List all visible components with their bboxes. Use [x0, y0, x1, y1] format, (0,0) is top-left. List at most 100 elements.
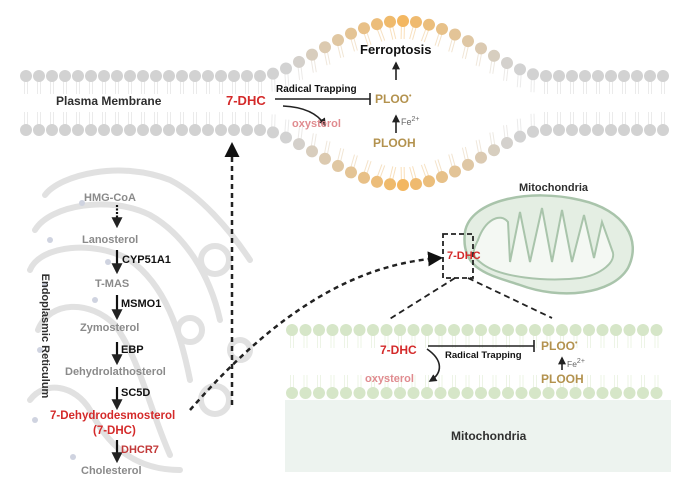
- inset-fe-charge: 2+: [576, 358, 585, 365]
- lipid: [189, 112, 201, 136]
- lipid: [488, 375, 501, 399]
- inset-plooh-label: PLOOH: [541, 372, 584, 386]
- ferroptosis-label: Ferroptosis: [360, 42, 432, 57]
- lipid: [332, 34, 345, 59]
- lipid: [319, 140, 331, 165]
- lipid: [371, 18, 386, 42]
- lipid: [124, 112, 136, 136]
- lipid: [434, 375, 447, 399]
- lipid: [596, 375, 609, 399]
- lipid: [358, 160, 372, 184]
- lipid: [59, 112, 71, 136]
- lipid: [461, 324, 474, 348]
- lipid: [46, 112, 58, 136]
- lipid: [306, 48, 318, 73]
- lipid: [409, 16, 422, 40]
- lipid: [461, 35, 474, 60]
- lipid: [420, 163, 435, 188]
- lipid: [111, 112, 123, 136]
- lipid: [299, 375, 312, 399]
- metabolite-7-dehydrodesmosterol: 7-Dehydrodesmosterol: [50, 410, 176, 422]
- lipid: [475, 139, 487, 164]
- mitochondria-matrix: [285, 400, 671, 472]
- plasma-membrane-label: Plasma Membrane: [56, 94, 162, 108]
- lipid: [515, 375, 528, 399]
- lipid: [340, 375, 352, 399]
- lipid: [644, 70, 656, 94]
- lipid: [461, 146, 474, 171]
- mito-7dhc-label: 7-DHC: [447, 250, 481, 262]
- lipid: [488, 49, 500, 74]
- lipid: [286, 324, 298, 348]
- lipid: [267, 114, 279, 139]
- er-to-mito-arrow: [189, 251, 443, 411]
- lipid: [98, 112, 110, 136]
- lipid: [637, 324, 649, 348]
- lipid: [650, 324, 663, 348]
- lipid: [579, 70, 591, 94]
- zoom-line-left: [387, 277, 456, 321]
- lipid: [367, 375, 379, 399]
- inset-matrix-label: Mitochondria: [451, 429, 527, 443]
- metabolite-zymosterol: Zymosterol: [80, 322, 140, 334]
- lipid: [293, 55, 305, 81]
- lipid: [610, 375, 622, 399]
- lipid: [501, 124, 513, 150]
- lipid: [98, 70, 110, 94]
- lipid: [397, 166, 409, 191]
- lipid: [618, 112, 630, 136]
- lipid: [72, 70, 84, 94]
- pm-reaction-arrows: [275, 61, 400, 133]
- lipid: [33, 112, 45, 136]
- lipid: [502, 324, 514, 348]
- lipid: [556, 375, 568, 399]
- lipid: [579, 112, 591, 136]
- lipid: [150, 70, 162, 94]
- lipid: [592, 70, 604, 94]
- lipid: [637, 375, 649, 399]
- lipid: [280, 62, 292, 87]
- lipid: [367, 324, 379, 348]
- inset-radical-trapping-label: Radical Trapping: [445, 350, 522, 361]
- lipid: [176, 70, 188, 94]
- mitochondria-organelle: [463, 194, 634, 295]
- lipid: [228, 70, 240, 94]
- lipid: [461, 375, 474, 399]
- lipid: [353, 324, 366, 348]
- lipid: [326, 375, 339, 399]
- lipid: [605, 70, 617, 94]
- lipid: [420, 18, 435, 43]
- lipid: [384, 15, 397, 40]
- inset-ploo-text: PLOO: [541, 339, 576, 353]
- lipid: [623, 324, 636, 348]
- lipid: [448, 375, 460, 399]
- lipid: [527, 68, 539, 93]
- lipid: [592, 112, 604, 136]
- lipid: [540, 70, 552, 94]
- lipid: [371, 164, 386, 188]
- pm-fe-label: Fe2+: [401, 116, 420, 127]
- lipid: [189, 70, 201, 94]
- lipid: [605, 112, 617, 136]
- lipid: [618, 70, 630, 94]
- lipid: [228, 112, 240, 136]
- lipid: [448, 324, 460, 348]
- lipid: [540, 112, 552, 136]
- lipid: [267, 67, 279, 92]
- lipid: [163, 112, 175, 136]
- lipid: [583, 324, 595, 348]
- lipid: [514, 118, 526, 143]
- lipid: [124, 70, 136, 94]
- lipid: [583, 375, 595, 399]
- lipid: [59, 70, 71, 94]
- lipid: [529, 324, 541, 348]
- lipid: [434, 159, 448, 184]
- lipid: [313, 375, 325, 399]
- lipid: [657, 70, 669, 94]
- lipid: [332, 147, 345, 172]
- lipid: [358, 22, 372, 46]
- lipid: [421, 324, 433, 348]
- enzyme-cyp51a1: CYP51A1: [122, 254, 171, 266]
- lipid: [111, 70, 123, 94]
- lipid: [85, 112, 97, 136]
